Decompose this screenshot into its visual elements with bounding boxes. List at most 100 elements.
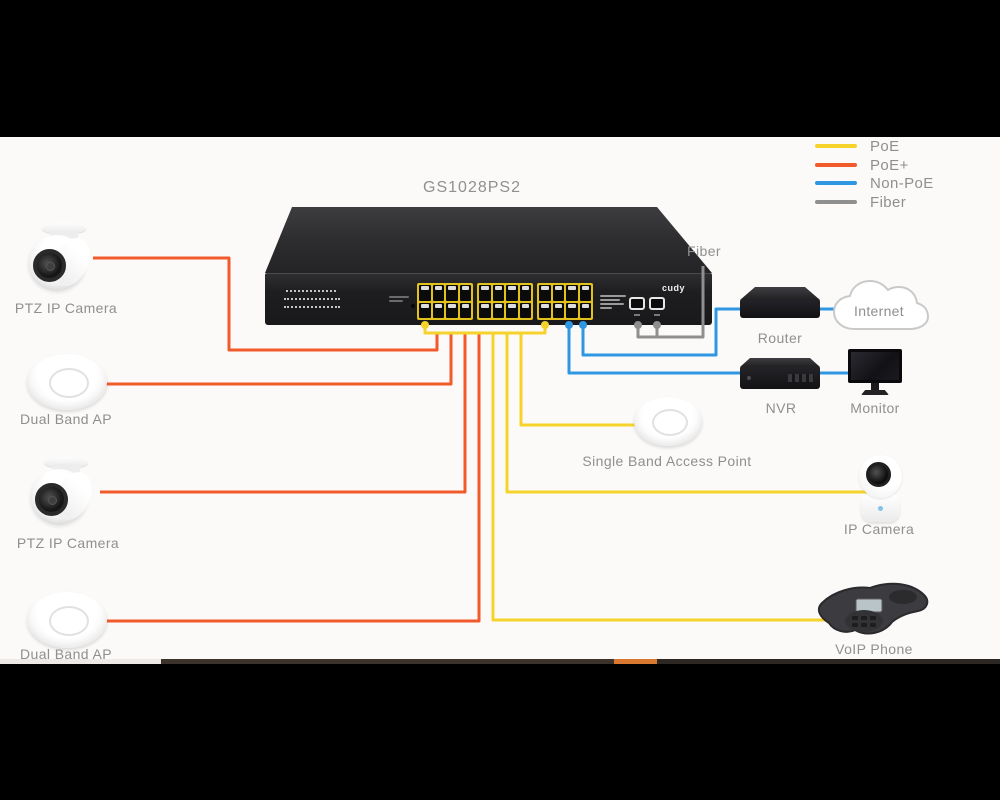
router-front [740, 300, 820, 318]
router-top [740, 287, 820, 300]
rj45-port [446, 285, 458, 301]
nvr-led [747, 376, 751, 380]
rj45-port [479, 302, 491, 318]
rj45-port [519, 302, 531, 318]
rj45-port [506, 285, 518, 301]
letterbox-bottom [0, 664, 1000, 800]
wire-switch-to-single-band-ap [519, 333, 650, 427]
led-indicators [284, 306, 340, 308]
reset-button [411, 304, 415, 308]
fiber-annotation: Fiber [687, 243, 721, 259]
monitor-label: Monitor [850, 400, 900, 416]
rj45-port [419, 302, 431, 318]
monitor-screen [848, 349, 902, 383]
camera-lens [33, 249, 66, 282]
router-label: Router [757, 330, 803, 346]
spec-text [600, 295, 626, 297]
rj45-port [432, 285, 444, 301]
ap-ring [49, 606, 89, 636]
wire-switch-to-dual-band-ap-1 [98, 333, 453, 386]
ap-ring [652, 409, 688, 436]
cloud-shape [832, 279, 930, 330]
legend-label: Fiber [870, 193, 907, 211]
spec-text [600, 299, 620, 301]
rj45-port [519, 285, 531, 301]
monitor-stand [871, 383, 879, 390]
phone-screen [855, 598, 883, 613]
camera-lens [866, 462, 891, 487]
monitor-base [861, 390, 889, 395]
internet-label: Internet [854, 303, 904, 319]
switch-model-title: GS1028PS2 [423, 179, 521, 196]
rj45-port [432, 302, 444, 318]
reset-label [389, 300, 403, 302]
legend-item-fiber: Fiber [815, 193, 907, 211]
letterbox-top [0, 0, 1000, 137]
progress-segment [0, 659, 161, 664]
monitor-screen-inner [851, 352, 899, 380]
camera-mount [44, 457, 88, 468]
progress-segment [161, 659, 614, 664]
ptz-camera-1-label: PTZ IP Camera [14, 300, 118, 316]
switch-top-face [265, 207, 712, 273]
ip-camera [852, 455, 909, 525]
rj45-port-group-1 [417, 283, 473, 320]
progress-segment [614, 659, 657, 664]
brand-logo: cudy [662, 283, 686, 293]
legend-item-poe-plus: PoE+ [815, 157, 909, 174]
legend-item-poe: PoE [815, 137, 900, 155]
dual-band-ap-2 [27, 592, 107, 648]
wire-switch-to-nvr [567, 327, 744, 375]
rj45-port [539, 302, 551, 318]
single-band-ap [634, 397, 702, 446]
nvr-front [740, 367, 820, 389]
rj45-port [566, 285, 578, 301]
ap-ring [49, 368, 89, 398]
voip-phone-label: VoIP Phone [835, 641, 913, 657]
led-indicators [284, 298, 340, 300]
camera-led [878, 506, 883, 511]
sfp-port-label [654, 314, 660, 316]
nvr-top [740, 358, 820, 367]
spec-text [600, 307, 612, 309]
rj45-port-group-2 [477, 283, 533, 320]
rj45-port [492, 285, 504, 301]
phone-keys [852, 616, 876, 627]
progress-segment [657, 659, 1000, 664]
rj45-port [566, 302, 578, 318]
wire-switch-to-dual-band-ap-2 [100, 333, 481, 623]
legend-label: Non-PoE [870, 174, 934, 192]
rj45-port [459, 302, 471, 318]
reset-label [389, 296, 409, 298]
nvr-slots [788, 374, 814, 382]
rj45-port [552, 302, 564, 318]
dual-band-ap-2-label: Dual Band AP [20, 646, 112, 659]
poe-line-swatch [815, 144, 857, 148]
rj45-port [446, 302, 458, 318]
led-indicators [286, 290, 336, 292]
poe-plus-line-swatch [815, 163, 857, 167]
single-band-ap-label: Single Band Access Point [582, 453, 752, 469]
rj45-port [479, 285, 491, 301]
dual-band-ap-1 [27, 354, 107, 410]
rj45-port [506, 302, 518, 318]
fiber-line-swatch [815, 200, 857, 204]
legend-item-non-poe: Non-PoE [815, 174, 934, 192]
camera-collar [52, 464, 80, 473]
sfp-port-2 [649, 297, 665, 310]
internet-cloud [832, 279, 930, 330]
rj45-port [579, 285, 591, 301]
sfp-port-1 [629, 297, 645, 310]
rj45-port [539, 285, 551, 301]
non-poe-line-swatch [815, 181, 857, 185]
rj45-port [419, 285, 431, 301]
ip-camera-label: IP Camera [843, 521, 915, 537]
legend-label: PoE [870, 137, 900, 155]
sfp-port-label [634, 314, 640, 316]
ptz-camera-2-label: PTZ IP Camera [16, 535, 120, 551]
video-progress-bar[interactable] [0, 659, 1000, 664]
rj45-port-group-3 [537, 283, 593, 320]
phone-speaker [889, 590, 917, 604]
camera-mount [42, 223, 86, 234]
